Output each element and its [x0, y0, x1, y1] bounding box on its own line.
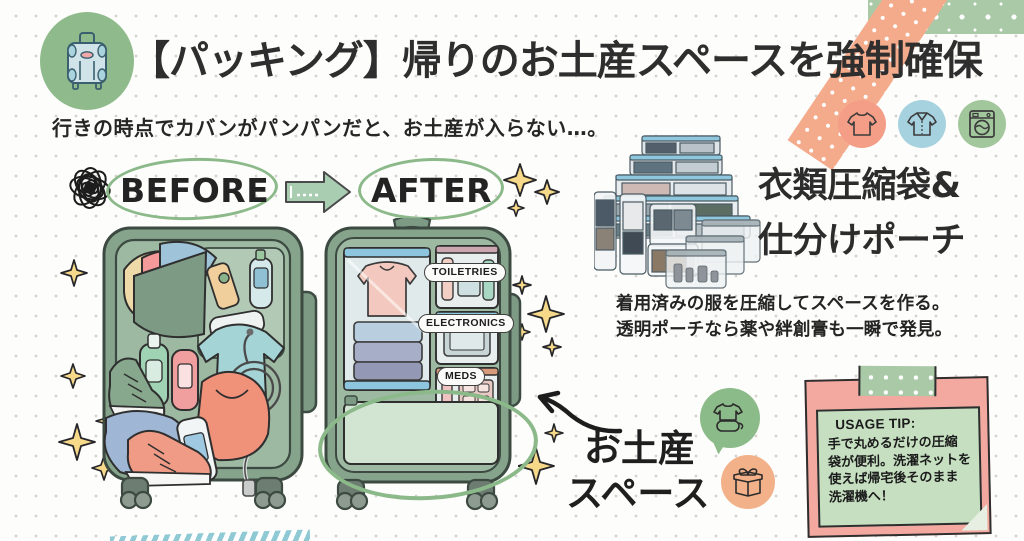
- blue-stripe-tape-decoration: [109, 529, 311, 541]
- usage-tip-line: 洗濯機へ！: [828, 488, 894, 505]
- messy-suitcase-illustration: [98, 222, 320, 517]
- note-corner-fold: [961, 504, 988, 531]
- dress-shirt-icon-badge: [898, 100, 946, 148]
- tshirt-icon: [847, 112, 877, 136]
- usage-tip-title: USAGE TIP:: [835, 415, 916, 433]
- right-arrow-icon: [282, 168, 354, 223]
- category-icon-row: [838, 100, 1006, 148]
- souvenir-text-line2: スペース: [566, 472, 710, 515]
- tshirt-icon-badge: [838, 100, 886, 148]
- right-heading-line1: 衣類圧縮袋&: [758, 166, 961, 206]
- right-heading-line2: 仕分けポーチ: [758, 221, 966, 261]
- sparkle-decoration: [500, 160, 570, 225]
- pouch-label-meds: MEDS: [437, 367, 485, 386]
- rolled-shirt-bubble: [700, 388, 760, 448]
- rolled-shirt-icon: [713, 403, 744, 432]
- after-label: AFTER: [371, 171, 493, 210]
- usage-tip-card: USAGE TIP: 手で丸めるだけの圧縮 袋が便利。洗濯ネットを 使えば帰宅後…: [804, 365, 992, 538]
- curved-arrow-icon: [524, 385, 624, 442]
- usage-tip-body: 手で丸めるだけの圧縮 袋が便利。洗濯ネットを 使えば帰宅後そのまま 洗濯機へ！: [828, 433, 981, 506]
- souvenir-text-line1: お土産: [584, 427, 695, 470]
- right-body-line1: 着用済みの服を圧縮してスペースを作る。: [616, 294, 950, 314]
- suitcase-icon: [67, 32, 107, 90]
- note-tape-decoration: [858, 365, 937, 397]
- usage-tip-line: 使えば帰宅後そのまま: [828, 469, 959, 488]
- compression-bags-photo: [593, 132, 762, 295]
- logo-badge: [40, 12, 134, 110]
- right-body-line2: 透明ポーチなら薬や絆創膏も一瞬で発見。: [616, 320, 953, 340]
- scribble-doodle-icon: [62, 163, 118, 218]
- page-title: 【パッキング】帰りのお土産スペースを強制確保: [130, 38, 983, 84]
- subheading: 行きの時点でカバンがパンパンだと、お土産が入らない…。: [52, 116, 608, 140]
- dress-shirt-icon: [907, 112, 937, 136]
- before-label: BEFORE: [120, 171, 270, 210]
- gift-box-icon: [733, 468, 763, 497]
- gift-box-badge: [721, 455, 775, 509]
- washing-machine-icon: [969, 110, 995, 138]
- pouch-label-electronics: ELECTRONICS: [418, 314, 514, 333]
- pouch-label-toiletries: TOILETRIES: [424, 263, 506, 282]
- washing-machine-icon-badge: [958, 100, 1006, 148]
- sparkle-decoration: [58, 255, 94, 300]
